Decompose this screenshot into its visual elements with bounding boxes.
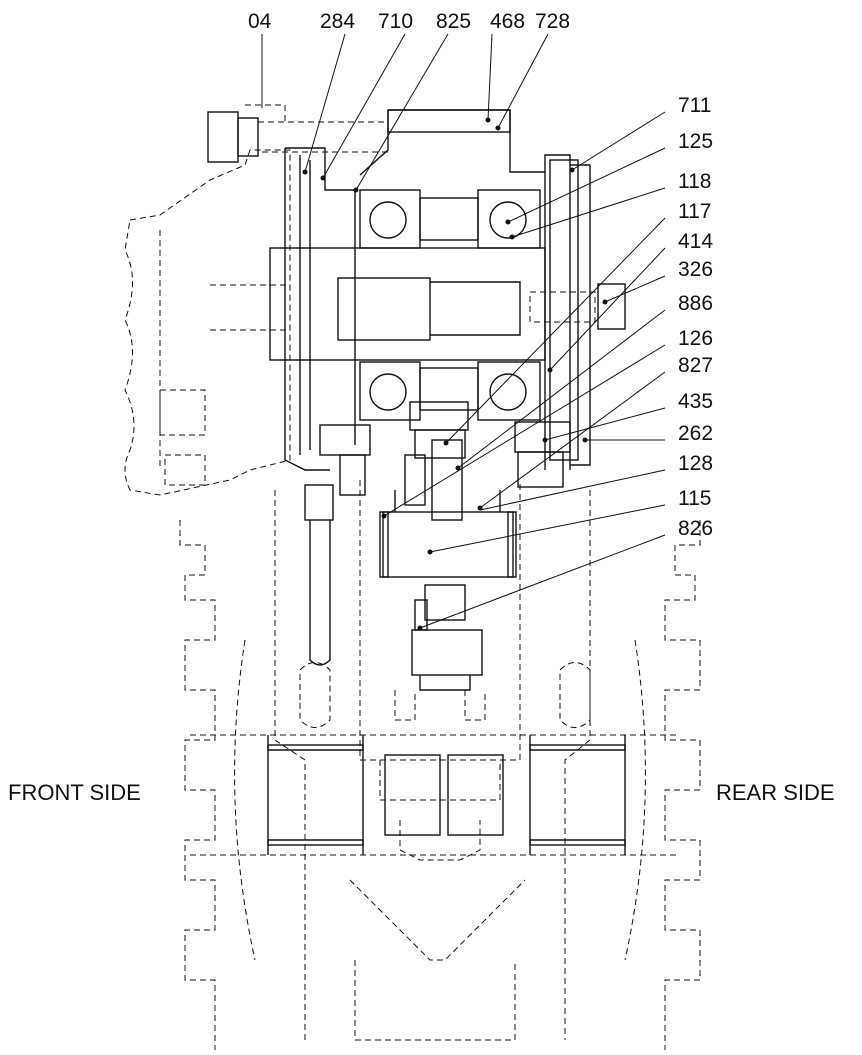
part-label-118: 118 xyxy=(678,170,711,193)
part-label-414: 414 xyxy=(678,230,713,253)
upper-housing xyxy=(284,109,591,471)
bolt-04 xyxy=(207,104,389,163)
lower-gear-blocks xyxy=(267,735,626,855)
part-label-825: 825 xyxy=(436,10,471,33)
part-label-826: 826 xyxy=(678,517,713,540)
leader-dots xyxy=(302,117,608,631)
cover-326 xyxy=(514,159,579,488)
part-label-04: 04 xyxy=(248,10,272,33)
leader-lines xyxy=(261,33,666,629)
bearing-125-bottom-left xyxy=(359,361,421,421)
part-label-711: 711 xyxy=(678,94,711,117)
part-label-115: 115 xyxy=(678,487,711,510)
part-label-886: 886 xyxy=(678,292,713,315)
part-label-125: 125 xyxy=(678,130,713,153)
rear-side-label: REAR SIDE xyxy=(716,780,835,805)
part-label-710: 710 xyxy=(378,10,413,33)
top-part-labels: 04 284 710 825 468 728 xyxy=(248,10,570,33)
part-label-435: 435 xyxy=(678,390,713,413)
part-label-128: 128 xyxy=(678,452,713,475)
bearing-125-bottom-right xyxy=(419,361,541,421)
bearing-125-top-right xyxy=(419,189,541,249)
gear-shaft-117 xyxy=(304,401,469,666)
part-label-827: 827 xyxy=(678,354,713,377)
front-side-label: FRONT SIDE xyxy=(8,780,141,805)
part-label-117: 117 xyxy=(678,200,711,223)
part-label-262: 262 xyxy=(678,422,713,445)
right-part-labels: 711 125 118 117 414 326 886 126 827 435 … xyxy=(678,94,713,540)
left-flange-dashed xyxy=(124,149,291,496)
part-label-326: 326 xyxy=(678,258,713,281)
part-label-728: 728 xyxy=(535,10,570,33)
part-label-284: 284 xyxy=(320,10,355,33)
part-label-126: 126 xyxy=(678,327,713,350)
gear-115 xyxy=(379,490,517,691)
part-label-468: 468 xyxy=(490,10,525,33)
bearing-125-top-left xyxy=(359,189,421,249)
shaft-118 xyxy=(269,247,626,361)
